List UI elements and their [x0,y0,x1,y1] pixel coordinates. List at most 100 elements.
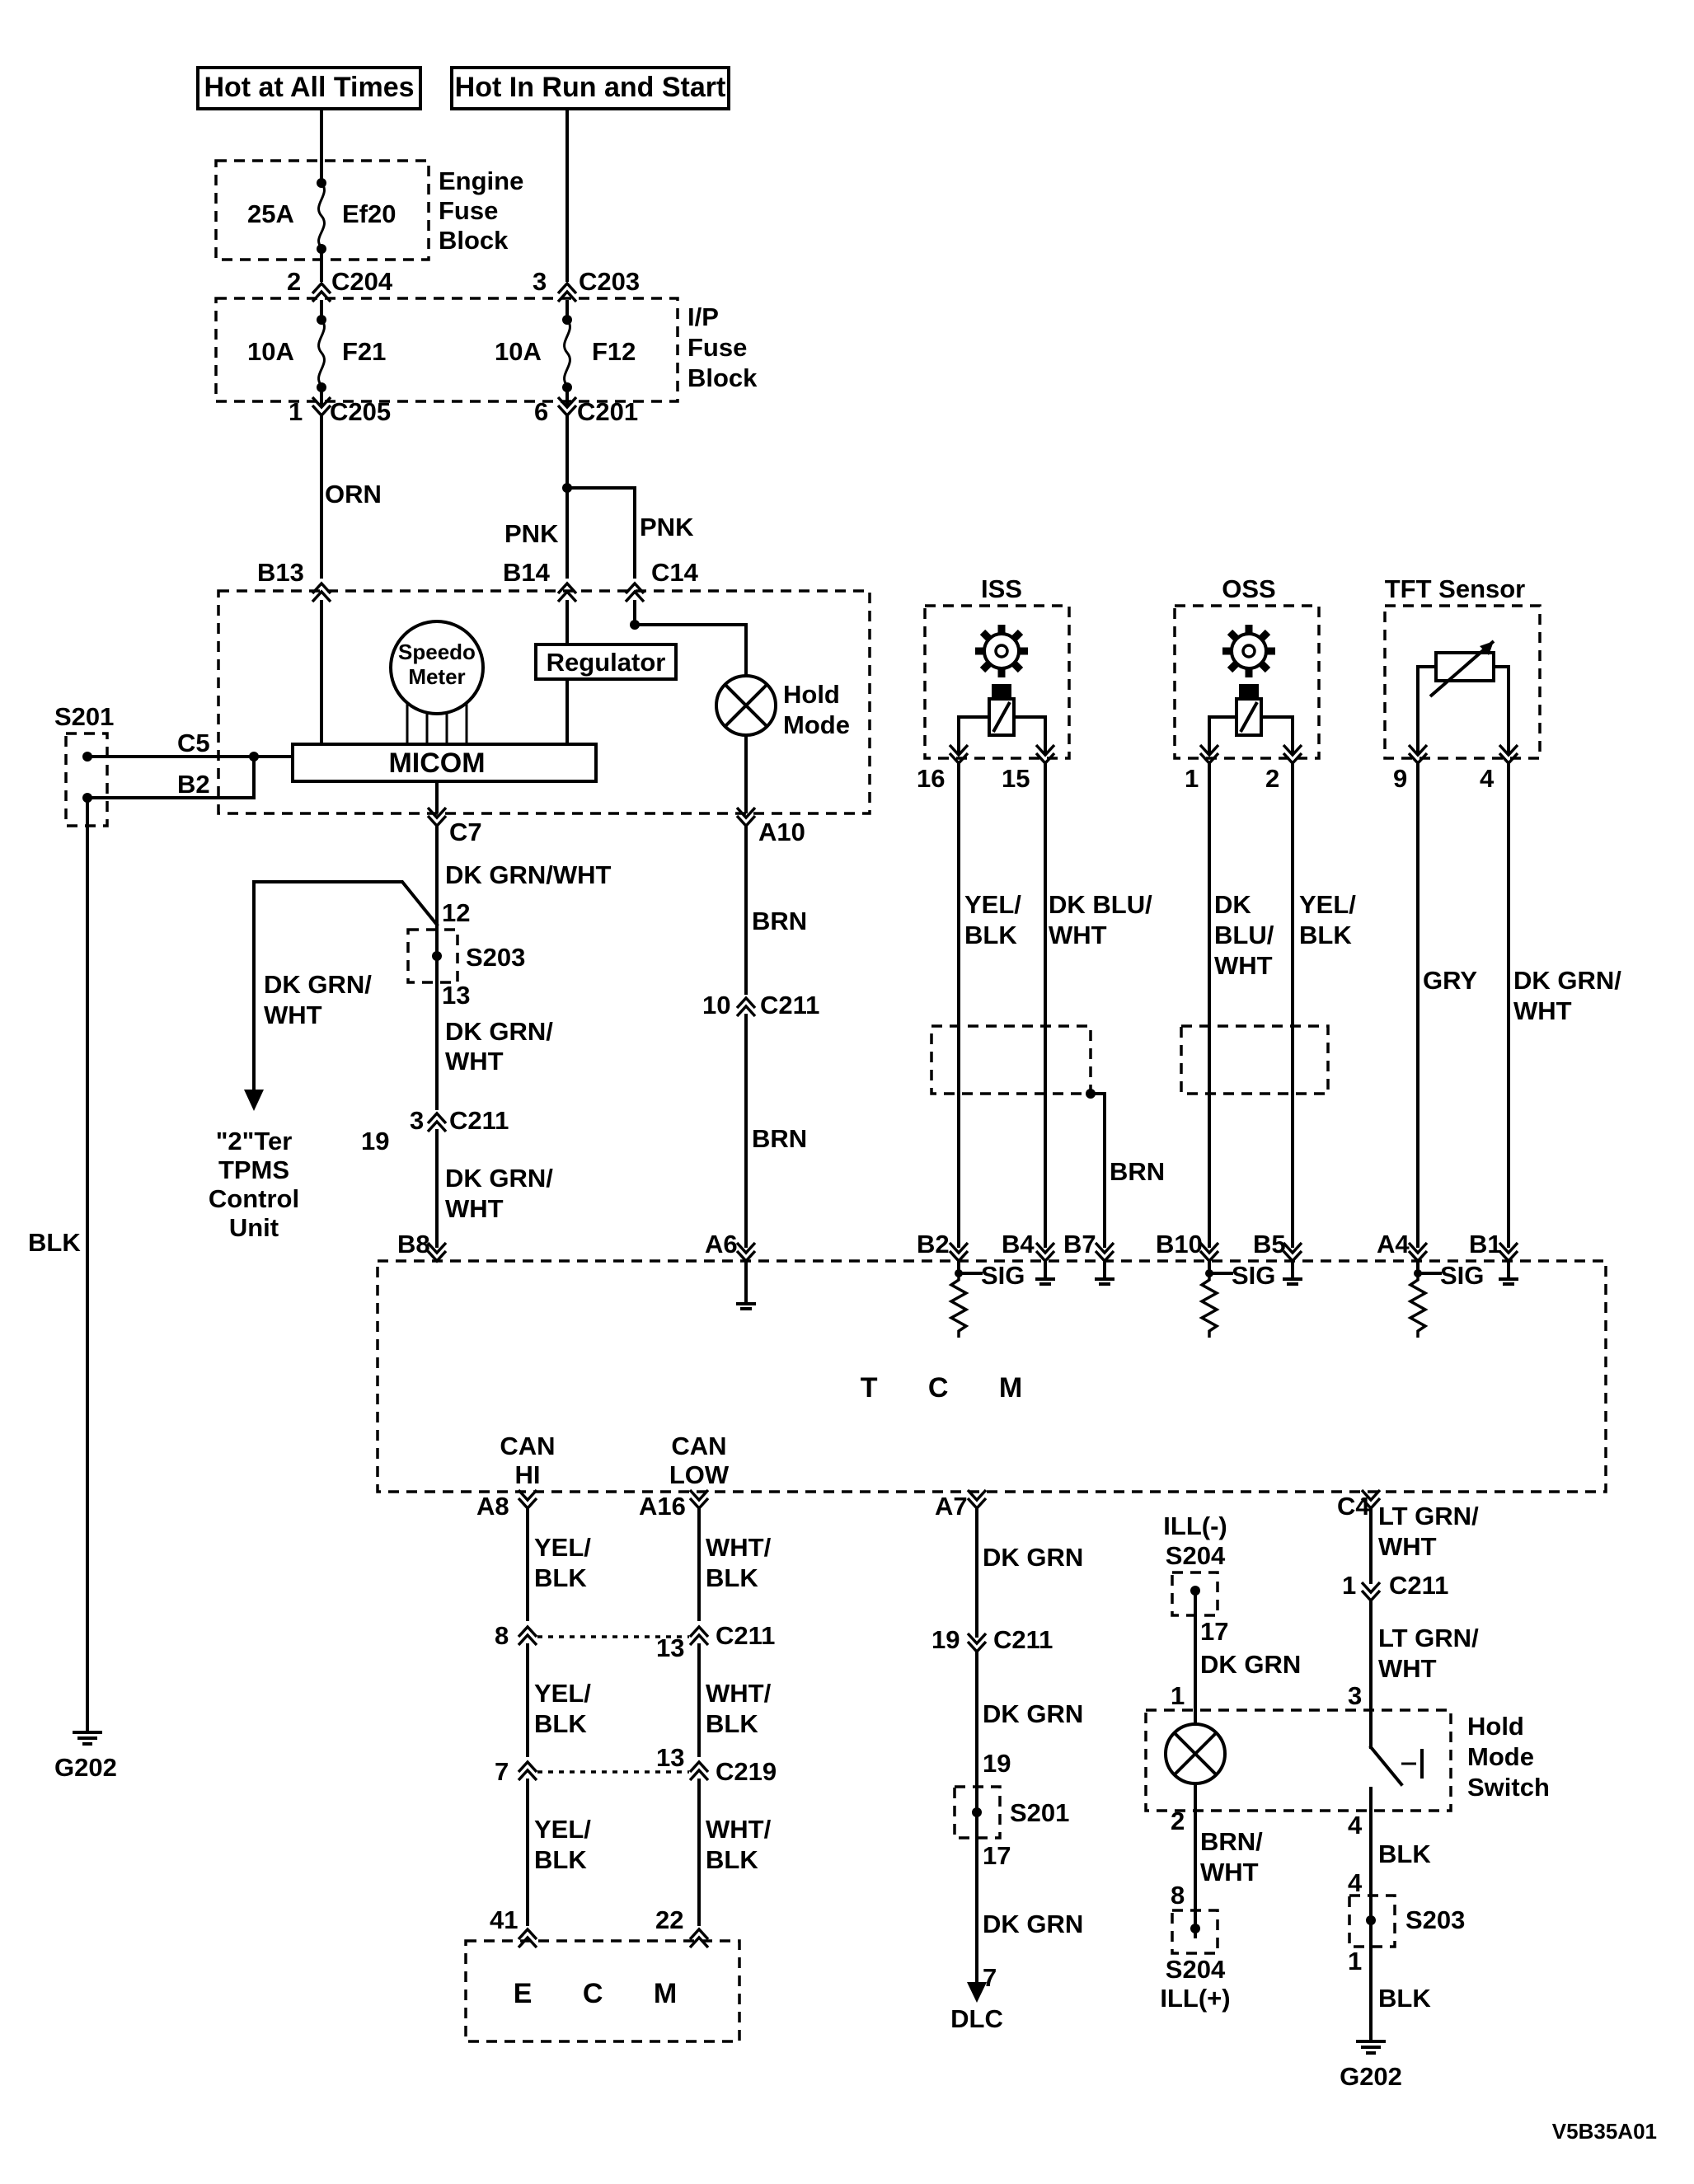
pin-s201-17: 17 [983,1841,1011,1870]
hold-mode-switch-label-2: Mode [1467,1742,1534,1771]
pin-b1: B1 [1469,1230,1502,1258]
wire-dkgrnwht-3a: DK GRN/ [445,1164,553,1193]
tft-sensor-label: TFT Sensor [1385,574,1526,603]
tpms-label-4: Unit [229,1213,279,1242]
tpms-label-3: Control [209,1184,299,1213]
wire-brn-2: BRN [752,1124,807,1153]
wire-iss-a-1: YEL/ [964,890,1021,919]
engine-fuse-block-label-3: Block [439,226,509,255]
oss-sensor [1173,604,1321,760]
pin-tft-4: 4 [1480,764,1495,793]
ip-fuse-block-label-2: Fuse [687,333,747,362]
f21-name: F21 [342,337,386,366]
pin-b7: B7 [1063,1230,1096,1258]
wire-dkgrn-1: DK GRN [983,1543,1083,1572]
wire-can-lo-3b: BLK [706,1845,758,1874]
pin-lamp-2: 2 [1171,1807,1185,1835]
pin-c211-19: 19 [931,1625,960,1654]
pin-b5: B5 [1253,1230,1286,1258]
f12-name: F12 [592,337,636,366]
wire-can-lo-3a: WHT/ [706,1815,772,1844]
hold-mode-switch-label-3: Switch [1467,1773,1550,1802]
wire-dkgrn-3: DK GRN [983,1910,1083,1938]
pin-c219-7: 7 [495,1757,509,1786]
pin-c201-num: 6 [534,397,548,426]
wire-tft-b-2: WHT [1513,996,1572,1025]
pin-b13: B13 [257,558,304,587]
wire-can-hi-1a: YEL/ [534,1533,591,1562]
speedometer-label-1: Speedo [398,640,476,664]
tcm-sig-iss: SIG [981,1261,1025,1290]
pin-b14: B14 [503,558,551,587]
regulator-label: Regulator [547,648,666,677]
pin-c211-8: 8 [495,1621,509,1650]
wire-blk-bottom: BLK [1378,1984,1431,2013]
wire-dkgrnwht-1: DK GRN/WHT [445,860,612,889]
wire-ltgrnwht-2b: WHT [1378,1654,1437,1683]
connector-c211-e: C211 [1389,1571,1448,1600]
can-low-label-1: CAN [671,1432,726,1460]
ip-fuse-block-label-3: Block [687,363,758,392]
tft-sensor [1383,604,1541,760]
wire-ltgrnwht-1b: WHT [1378,1532,1437,1561]
f12-rating: 10A [495,337,542,366]
connector-c211-a: C211 [449,1106,509,1135]
hot-in-run-and-start-box: Hot In Run and Start [450,66,730,110]
pin-switch-3: 3 [1348,1681,1362,1710]
can-low-label-2: LOW [669,1460,730,1489]
wire-dkgrnwht-2a: DK GRN/ [445,1017,553,1046]
pin-c4: C4 [1337,1492,1370,1521]
brn-hold-lamp-wire [734,824,758,1310]
ill-plus-label: ILL(+) [1160,1984,1230,2013]
oss-label: OSS [1222,574,1275,603]
can-bus-wires [517,1488,710,1949]
wire-can-lo-2b: BLK [706,1709,758,1738]
hold-mode-label-1: Hold [783,680,840,709]
pin-19-left: 19 [361,1127,389,1155]
micom-box: MICOM [291,743,598,783]
engine-fuse-rating: 25A [247,199,294,228]
pin-c203-num: 3 [533,267,547,296]
ground-g202-right: G202 [1340,2062,1402,2091]
wire-can-lo-1a: WHT/ [706,1533,772,1562]
wire-oss-b-2: BLK [1299,921,1352,949]
pin-oss-1: 1 [1185,764,1199,793]
pin-c5: C5 [177,729,210,757]
wire-can-lo-1b: BLK [706,1563,758,1592]
tpms-label-1: "2"Ter [216,1127,293,1155]
connector-c211-d: C211 [993,1625,1053,1654]
pin-s204-17: 17 [1200,1617,1228,1646]
connector-c219: C219 [716,1757,777,1786]
pin-b8: B8 [397,1230,430,1258]
wire-dkgrn-2: DK GRN [983,1699,1083,1728]
wire-brn-shield: BRN [1110,1157,1165,1186]
wire-iss-b-1: DK BLU/ [1049,890,1152,919]
pin-iss-16: 16 [917,764,945,793]
pin-c205-num: 1 [289,397,303,426]
splice-s204-bottom: S204 [1166,1955,1226,1984]
pin-c211-13: 13 [656,1633,684,1662]
pin-oss-2: 2 [1265,764,1279,793]
wire-iss-a-2: BLK [964,921,1017,949]
wire-oss-b-1: YEL/ [1299,890,1356,919]
hot-at-all-times-box: Hot at All Times [196,66,422,110]
pin-a8: A8 [476,1492,509,1521]
pin-c7: C7 [449,818,482,846]
engine-fuse-block: 25A Ef20 Engine Fuse Block [214,159,523,261]
wire-ltgrnwht-1a: LT GRN/ [1378,1502,1479,1530]
ip-fuse-block-label-1: I/P [687,302,719,331]
wire-brnwht-1: BRN/ [1200,1827,1263,1856]
engine-fuse-name: Ef20 [342,199,396,228]
connector-c204: C204 [331,267,393,296]
orn-power-wire [311,107,332,746]
hold-mode-switch-label-1: Hold [1467,1712,1524,1741]
pin-a10: A10 [758,818,805,846]
pnk-power-wire [556,107,645,746]
wire-tft-a: GRY [1423,966,1477,995]
pin-a16: A16 [639,1492,686,1521]
wire-tft-b-1: DK GRN/ [1513,966,1621,995]
pin-iss-15: 15 [1002,764,1030,793]
wire-can-lo-2a: WHT/ [706,1679,772,1708]
wire-dkgrnwht-branch-1: DK GRN/ [264,970,372,999]
wire-orn: ORN [325,480,382,509]
